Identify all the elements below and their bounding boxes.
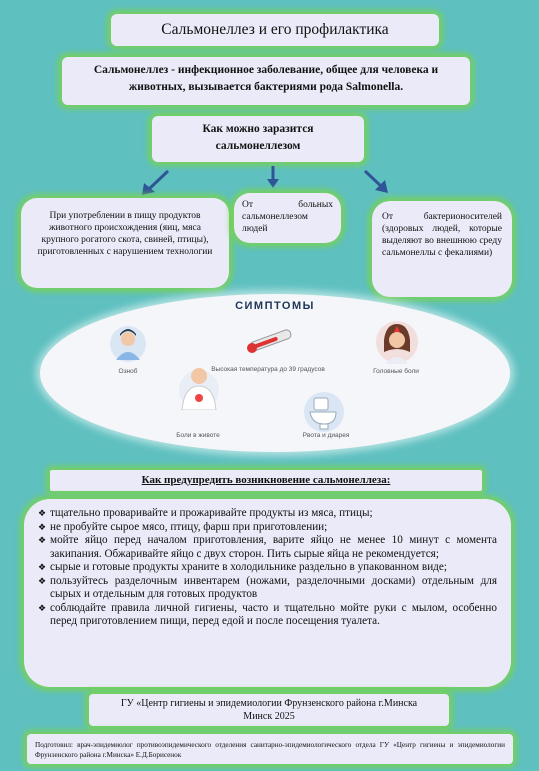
diamond-bullet-icon: ❖ xyxy=(38,602,47,613)
symptoms-panel: СИМПТОМЫ Озноб Высокая температура до 39… xyxy=(40,294,510,452)
source-sick-people: От больных сальмонеллезом людей xyxy=(234,193,341,243)
page-title: Сальмонеллез и его профилактика xyxy=(111,14,439,46)
symptom-stomach-label: Боли в животе xyxy=(176,432,220,439)
arrow-down-icon xyxy=(267,166,279,188)
symptom-chills-label: Озноб xyxy=(118,368,138,375)
symptom-headache-label: Головные боли xyxy=(373,368,419,375)
thermometer-icon xyxy=(247,329,292,353)
headache-icon xyxy=(376,321,418,364)
diamond-bullet-icon: ❖ xyxy=(38,521,47,532)
toilet-icon xyxy=(304,392,344,432)
arrow-down-right-icon xyxy=(363,169,388,193)
prevention-list: ❖тщательно проваривайте и прожаривайте п… xyxy=(24,499,511,687)
chills-icon xyxy=(110,326,146,362)
prevention-item: ❖пользуйтесь разделочным инвентарем (нож… xyxy=(38,574,497,601)
organization-block: ГУ «Центр гигиены и эпидемиологии Фрунзе… xyxy=(89,694,449,726)
symptoms-title: СИМПТОМЫ xyxy=(235,300,315,312)
diamond-bullet-icon: ❖ xyxy=(38,575,47,586)
diamond-bullet-icon: ❖ xyxy=(38,562,47,572)
symptom-fever-label: Высокая температура до 39 градусов xyxy=(211,366,325,373)
prepared-by: Подготовил: врач-эпидемиолог противоэпид… xyxy=(27,734,513,764)
intro-text: Сальмонеллез - инфекционное заболевание,… xyxy=(62,57,470,105)
stomach-pain-icon xyxy=(179,368,219,410)
source-food: При употреблении в пищу продуктов животн… xyxy=(21,198,229,288)
diamond-bullet-icon: ❖ xyxy=(38,508,47,518)
symptom-vomiting-label: Рвота и диарея xyxy=(302,432,350,439)
prevention-item: ❖тщательно проваривайте и прожаривайте п… xyxy=(38,507,373,519)
prevention-heading: Как предупредить возникновение сальмонел… xyxy=(50,470,482,491)
prevention-item: ❖мойте яйцо перед началом приготовления,… xyxy=(38,534,497,560)
organization-name: ГУ «Центр гигиены и эпидемиологии Фрунзе… xyxy=(120,698,418,709)
organization-year: Минск 2025 xyxy=(243,711,295,722)
diamond-bullet-icon: ❖ xyxy=(38,535,47,545)
prevention-item: ❖сырые и готовые продукты храните в холо… xyxy=(38,561,447,573)
prevention-item: ❖соблюдайте правила личной гигиены, част… xyxy=(38,601,497,628)
prevention-item: ❖не пробуйте сырое мясо, птицу, фарш при… xyxy=(38,520,328,533)
infection-ways-heading: Как можно заразится сальмонеллезом xyxy=(152,116,364,162)
arrow-down-left-icon xyxy=(142,169,170,195)
source-carriers: От бактерионосителей (здоровых людей, ко… xyxy=(372,201,512,297)
